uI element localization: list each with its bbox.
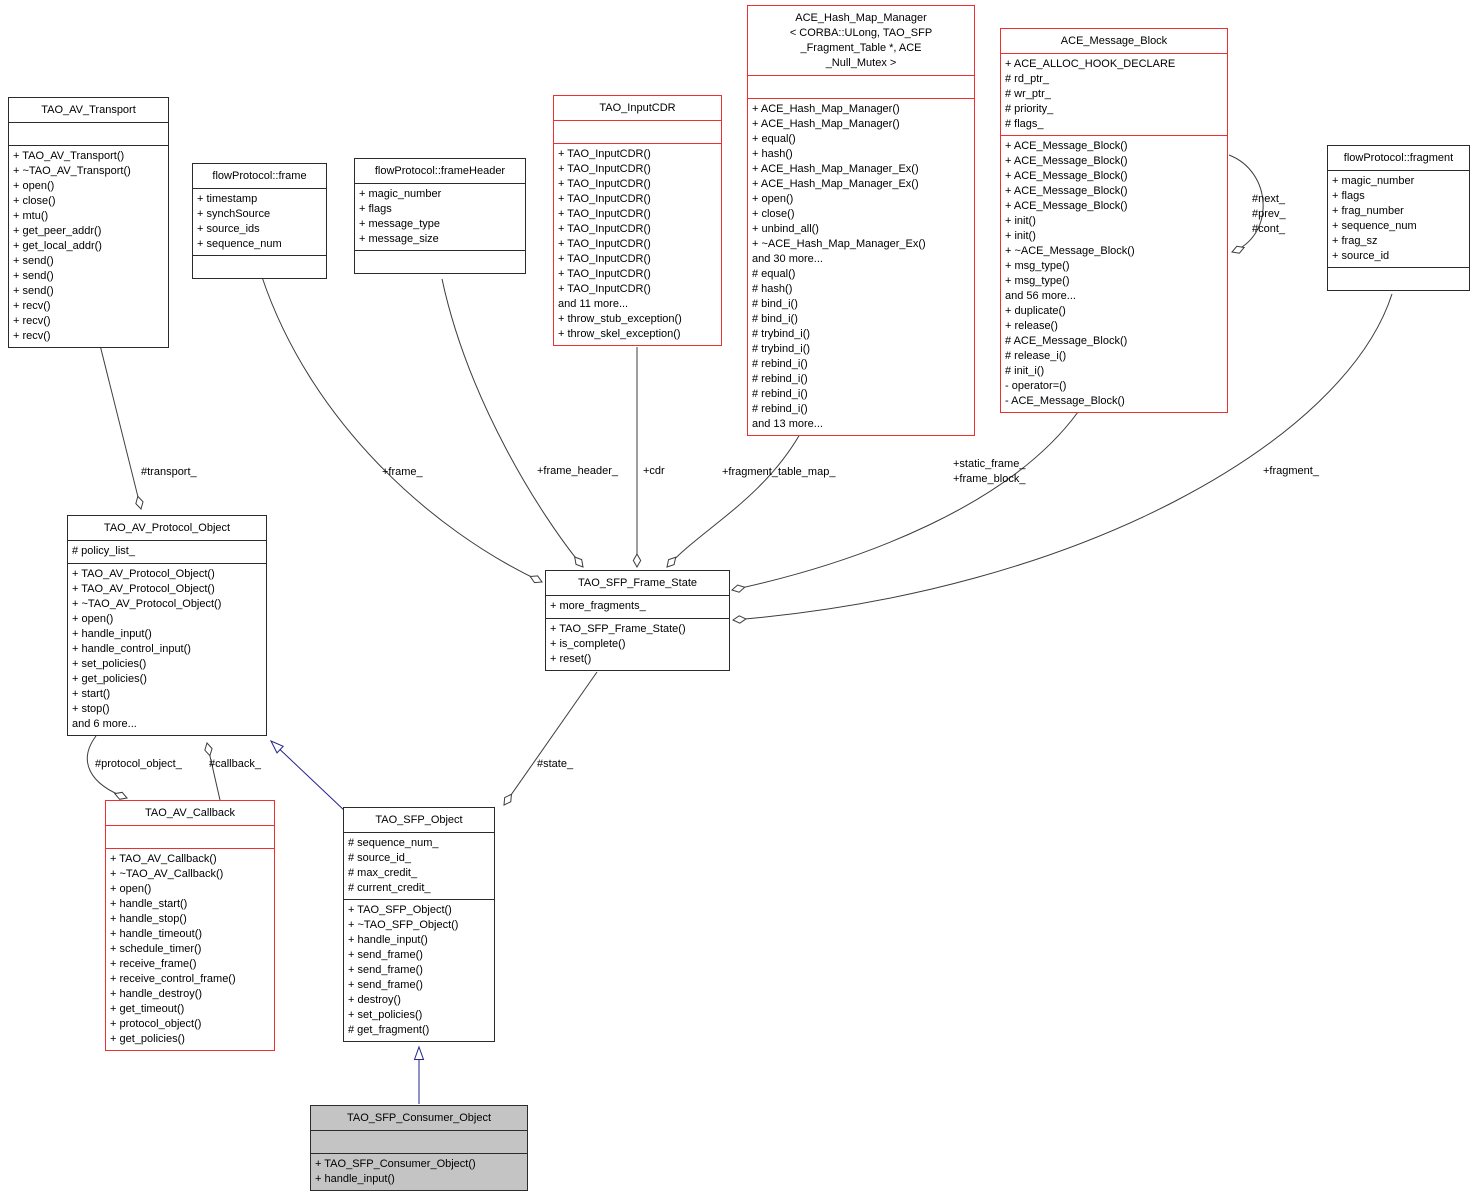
class-box-tao-sfp-consumer-object[interactable]: TAO_SFP_Consumer_Object + TAO_SFP_Consum… xyxy=(310,1105,528,1191)
edge-transport xyxy=(99,344,141,509)
class-title: TAO_AV_Transport xyxy=(41,104,136,116)
class-box-tao-av-transport[interactable]: TAO_AV_Transport + TAO_AV_Transport() + … xyxy=(8,97,169,348)
class-title: TAO_SFP_Frame_State xyxy=(577,577,697,589)
class-box-tao-inputcdr[interactable]: TAO_InputCDR + TAO_InputCDR() + TAO_Inpu… xyxy=(553,95,722,346)
class-attributes: # policy_list_ xyxy=(68,540,266,563)
class-attributes: # sequence_num_ # source_id_ # max_credi… xyxy=(344,832,494,899)
class-methods: + TAO_AV_Transport() + ~TAO_AV_Transport… xyxy=(9,145,168,347)
class-box-tao-sfp-object[interactable]: TAO_SFP_Object # sequence_num_ # source_… xyxy=(343,807,495,1042)
class-attributes xyxy=(9,122,168,145)
class-attributes xyxy=(311,1130,527,1153)
class-box-flowprotocol-fragment[interactable]: flowProtocol::fragment + magic_number + … xyxy=(1327,145,1470,291)
edge-frame-header xyxy=(441,278,583,567)
edge-label-cdr: +cdr xyxy=(643,465,665,477)
edge-label-next-prev-cont: #next_ #prev_ #cont_ xyxy=(1252,193,1286,235)
class-methods: + TAO_InputCDR() + TAO_InputCDR() + TAO_… xyxy=(554,143,721,345)
class-title: ACE_Message_Block xyxy=(1060,35,1168,47)
class-box-ace-hash-map-manager[interactable]: ACE_Hash_Map_Manager < CORBA::ULong, TAO… xyxy=(747,5,975,436)
class-methods: + ACE_Message_Block() + ACE_Message_Bloc… xyxy=(1001,135,1227,412)
class-attributes: + magic_number + flags + message_type + … xyxy=(355,183,525,250)
class-title: TAO_SFP_Object xyxy=(375,814,463,826)
class-attributes: + magic_number + flags + frag_number + s… xyxy=(1328,170,1469,267)
class-methods xyxy=(1328,267,1469,290)
class-box-ace-message-block[interactable]: ACE_Message_Block + ACE_ALLOC_HOOK_DECLA… xyxy=(1000,28,1228,413)
class-attributes xyxy=(106,825,274,848)
class-methods: + TAO_SFP_Consumer_Object() + handle_inp… xyxy=(311,1153,527,1190)
class-methods: + TAO_SFP_Object() + ~TAO_SFP_Object() +… xyxy=(344,899,494,1041)
class-attributes: + timestamp + synchSource + source_ids +… xyxy=(193,188,326,255)
edge-inherit-sfp-object xyxy=(269,739,347,813)
class-attributes xyxy=(554,120,721,143)
edge-label-callback: #callback_ xyxy=(209,758,261,770)
class-attributes xyxy=(748,75,974,98)
edge-protocol-object xyxy=(86,735,127,798)
class-methods: + TAO_SFP_Frame_State() + is_complete() … xyxy=(546,618,729,670)
class-title: TAO_AV_Callback xyxy=(144,807,236,819)
edge-self-loop-next-prev-cont xyxy=(1228,154,1264,252)
edge-label-static-frame-block: +static_frame_ +frame_block_ xyxy=(953,458,1026,485)
edge-state xyxy=(504,671,598,805)
edge-label-protocol-object: #protocol_object_ xyxy=(95,758,182,770)
class-title: flowProtocol::frameHeader xyxy=(374,165,506,177)
class-attributes: + ACE_ALLOC_HOOK_DECLARE # rd_ptr_ # wr_… xyxy=(1001,53,1227,135)
class-methods: + ACE_Hash_Map_Manager() + ACE_Hash_Map_… xyxy=(748,98,974,435)
edge-fragment xyxy=(733,293,1393,620)
edge-fragment-table-map xyxy=(667,433,801,567)
class-box-tao-av-callback[interactable]: TAO_AV_Callback + TAO_AV_Callback() + ~T… xyxy=(105,800,275,1051)
class-title: ACE_Hash_Map_Manager < CORBA::ULong, TAO… xyxy=(789,12,933,69)
edge-frame xyxy=(261,276,542,582)
class-title: flowProtocol::fragment xyxy=(1343,152,1454,164)
edge-label-frame-header: +frame_header_ xyxy=(537,465,619,477)
edge-label-state: #state_ xyxy=(537,758,574,770)
class-methods xyxy=(193,255,326,278)
class-box-flowprotocol-frameheader[interactable]: flowProtocol::frameHeader + magic_number… xyxy=(354,158,526,274)
class-methods: + TAO_AV_Protocol_Object() + TAO_AV_Prot… xyxy=(68,563,266,735)
class-box-flowprotocol-frame[interactable]: flowProtocol::frame + timestamp + synchS… xyxy=(192,163,327,279)
class-box-tao-av-protocol-object[interactable]: TAO_AV_Protocol_Object # policy_list_ + … xyxy=(67,515,267,736)
edge-callback xyxy=(207,743,221,801)
class-title: flowProtocol::frame xyxy=(212,170,307,182)
class-title: TAO_AV_Protocol_Object xyxy=(103,522,231,534)
class-title: TAO_InputCDR xyxy=(599,102,676,114)
class-methods: + TAO_AV_Callback() + ~TAO_AV_Callback()… xyxy=(106,848,274,1050)
edge-label-transport: #transport_ xyxy=(141,466,197,478)
class-methods xyxy=(355,250,525,273)
edge-label-fragment: +fragment_ xyxy=(1263,465,1319,477)
edge-static-frame-block xyxy=(732,411,1079,590)
class-title: TAO_SFP_Consumer_Object xyxy=(346,1112,492,1124)
class-attributes: + more_fragments_ xyxy=(546,595,729,618)
class-box-tao-sfp-frame-state[interactable]: TAO_SFP_Frame_State + more_fragments_ + … xyxy=(545,570,730,671)
edge-label-fragment-table-map: +fragment_table_map_ xyxy=(722,466,836,478)
edge-label-frame: +frame_ xyxy=(382,466,423,478)
